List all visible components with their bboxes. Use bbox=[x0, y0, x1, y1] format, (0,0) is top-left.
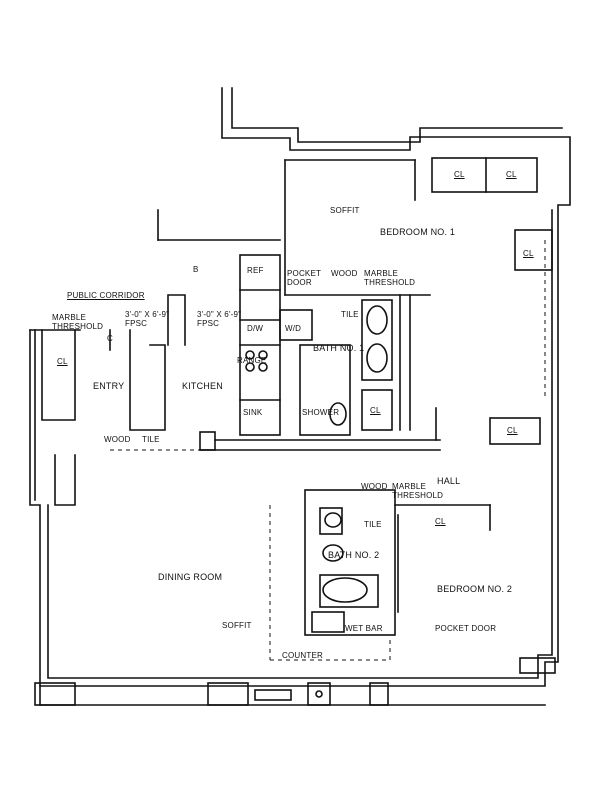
exterior-walls bbox=[29, 87, 571, 706]
kitchen-label: KITCHEN bbox=[182, 381, 223, 391]
sink-label: SINK bbox=[243, 408, 263, 417]
dishwasher-label: D/W bbox=[247, 324, 264, 333]
hall-tile-label: TILE bbox=[364, 520, 382, 529]
soffit-lines bbox=[110, 240, 546, 661]
entry-door-spec: 3'-0" X 6'-9" FPSC bbox=[125, 310, 170, 328]
bath-1-threshold-label: MARBLE THRESHOLD bbox=[364, 269, 416, 287]
kitchen-door-spec: 3'-0" X 6'-9" FPSC bbox=[197, 310, 242, 328]
pocket-door-label: POCKET DOOR bbox=[287, 269, 322, 287]
hall-wood-label: WOOD bbox=[361, 482, 388, 491]
bath-1-wood-label: WOOD bbox=[331, 269, 358, 278]
public-corridor-label: PUBLIC CORRIDOR bbox=[67, 291, 145, 300]
bath-1-closet-label: CL bbox=[370, 406, 381, 415]
bedroom-1-walls bbox=[284, 157, 553, 445]
entry-label: ENTRY bbox=[93, 381, 125, 391]
bath-1-walls bbox=[279, 294, 437, 441]
closet-d-label: CL bbox=[507, 426, 518, 435]
closet-a-label: CL bbox=[454, 170, 465, 179]
hall-closet-label: CL bbox=[435, 517, 446, 526]
soffit-bottom-label: SOFFIT bbox=[222, 621, 252, 630]
kitchen-walls bbox=[199, 254, 441, 451]
hall-threshold-label: MARBLE THRESHOLD bbox=[392, 482, 444, 500]
entry-marble-threshold-label: MARBLE THRESHOLD bbox=[52, 313, 104, 331]
entry-tile-label: TILE bbox=[142, 435, 160, 444]
bath-1-tile-label: TILE bbox=[341, 310, 359, 319]
ref-label: REF bbox=[247, 266, 264, 275]
pocket-door-2-label: POCKET DOOR bbox=[435, 624, 497, 633]
counter-label: COUNTER bbox=[282, 651, 323, 660]
bath-2-label: BATH NO. 2 bbox=[328, 550, 380, 560]
bottom-fixtures bbox=[34, 657, 556, 706]
entry-wood-label: WOOD bbox=[104, 435, 131, 444]
bath-1-label: BATH NO. 1 bbox=[313, 343, 365, 353]
range-label: RANGE bbox=[237, 356, 267, 365]
bedroom-1-label: BEDROOM NO. 1 bbox=[380, 227, 456, 237]
hall-label: HALL bbox=[437, 476, 461, 486]
washer-dryer-label: W/D bbox=[285, 324, 302, 333]
bath-2-walls bbox=[304, 489, 491, 636]
wet-bar-label: WET BAR bbox=[345, 624, 383, 633]
shower-label: SHOWER bbox=[302, 408, 340, 417]
soffit-top-label: SOFFIT bbox=[330, 206, 360, 215]
bedroom-2-label: BEDROOM NO. 2 bbox=[437, 584, 513, 594]
closet-c-label: CL bbox=[523, 249, 534, 258]
closet-b-label: CL bbox=[506, 170, 517, 179]
kitchen-door-mark: B bbox=[193, 265, 199, 274]
dining-room-label: DINING ROOM bbox=[158, 572, 223, 582]
entry-door-mark: C bbox=[107, 334, 113, 343]
entry-closet-label: CL bbox=[57, 357, 68, 366]
entry-walls bbox=[34, 209, 281, 506]
